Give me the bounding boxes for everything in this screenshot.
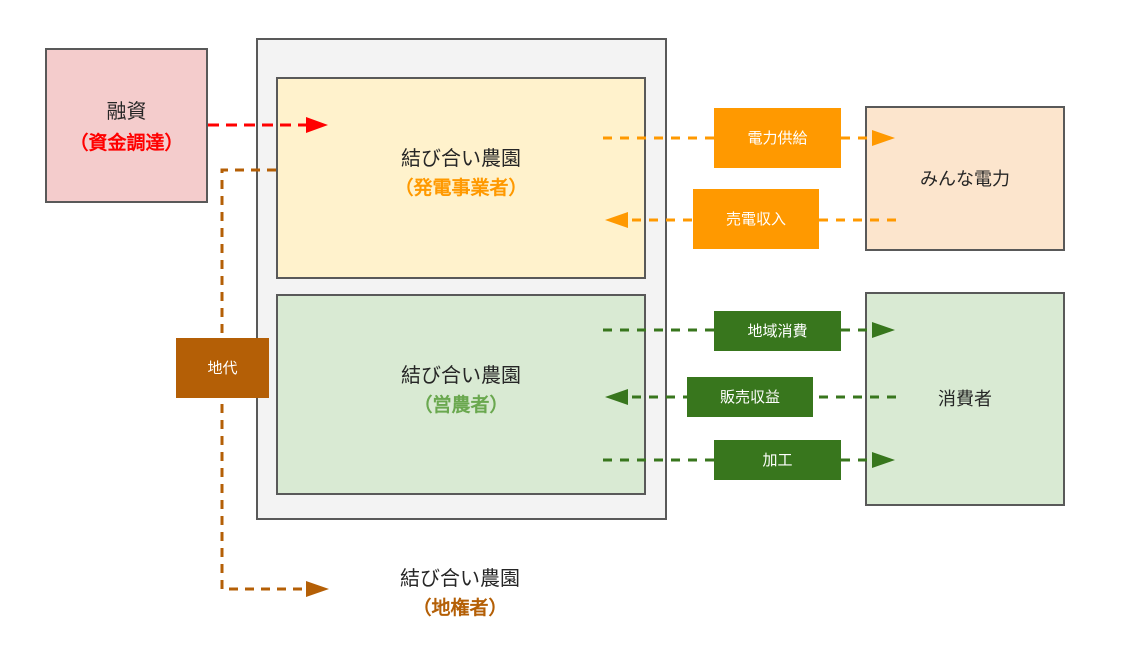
power-revenue-arrow — [605, 212, 896, 228]
consumer-title: 消費者 — [938, 389, 992, 410]
minna-denryoku-title: みんな電力 — [920, 169, 1010, 190]
land-rent-label: 地代 — [176, 338, 269, 398]
processing-label: 加工 — [714, 440, 841, 480]
financing-arrow — [208, 117, 328, 133]
farmer-box: 結び合い農園 （営農者） — [276, 294, 646, 495]
power-supply-label: 電力供給 — [714, 108, 841, 168]
farmer-title: 結び合い農園 — [401, 363, 521, 387]
financing-title: 融資 — [106, 99, 147, 123]
power-producer-subtitle: （発電事業者） — [394, 177, 528, 199]
landowner-title: 結び合い農園 — [400, 566, 520, 590]
consumer-box: 消費者 — [865, 292, 1065, 506]
landowner-subtitle: （地権者） — [412, 597, 508, 619]
farmer-subtitle: （営農者） — [413, 394, 509, 416]
minna-denryoku-box: みんな電力 — [865, 106, 1065, 251]
sales-revenue-label: 販売収益 — [687, 377, 813, 417]
power-producer-title: 結び合い農園 — [401, 146, 521, 170]
power-revenue-label: 売電収入 — [693, 189, 819, 249]
local-consumption-label: 地域消費 — [714, 311, 841, 351]
power-producer-box: 結び合い農園 （発電事業者） — [276, 77, 646, 279]
financing-subtitle: （資金調達） — [69, 132, 184, 154]
financing-box: 融資 （資金調達） — [45, 48, 208, 203]
sales-revenue-arrow — [605, 389, 896, 405]
